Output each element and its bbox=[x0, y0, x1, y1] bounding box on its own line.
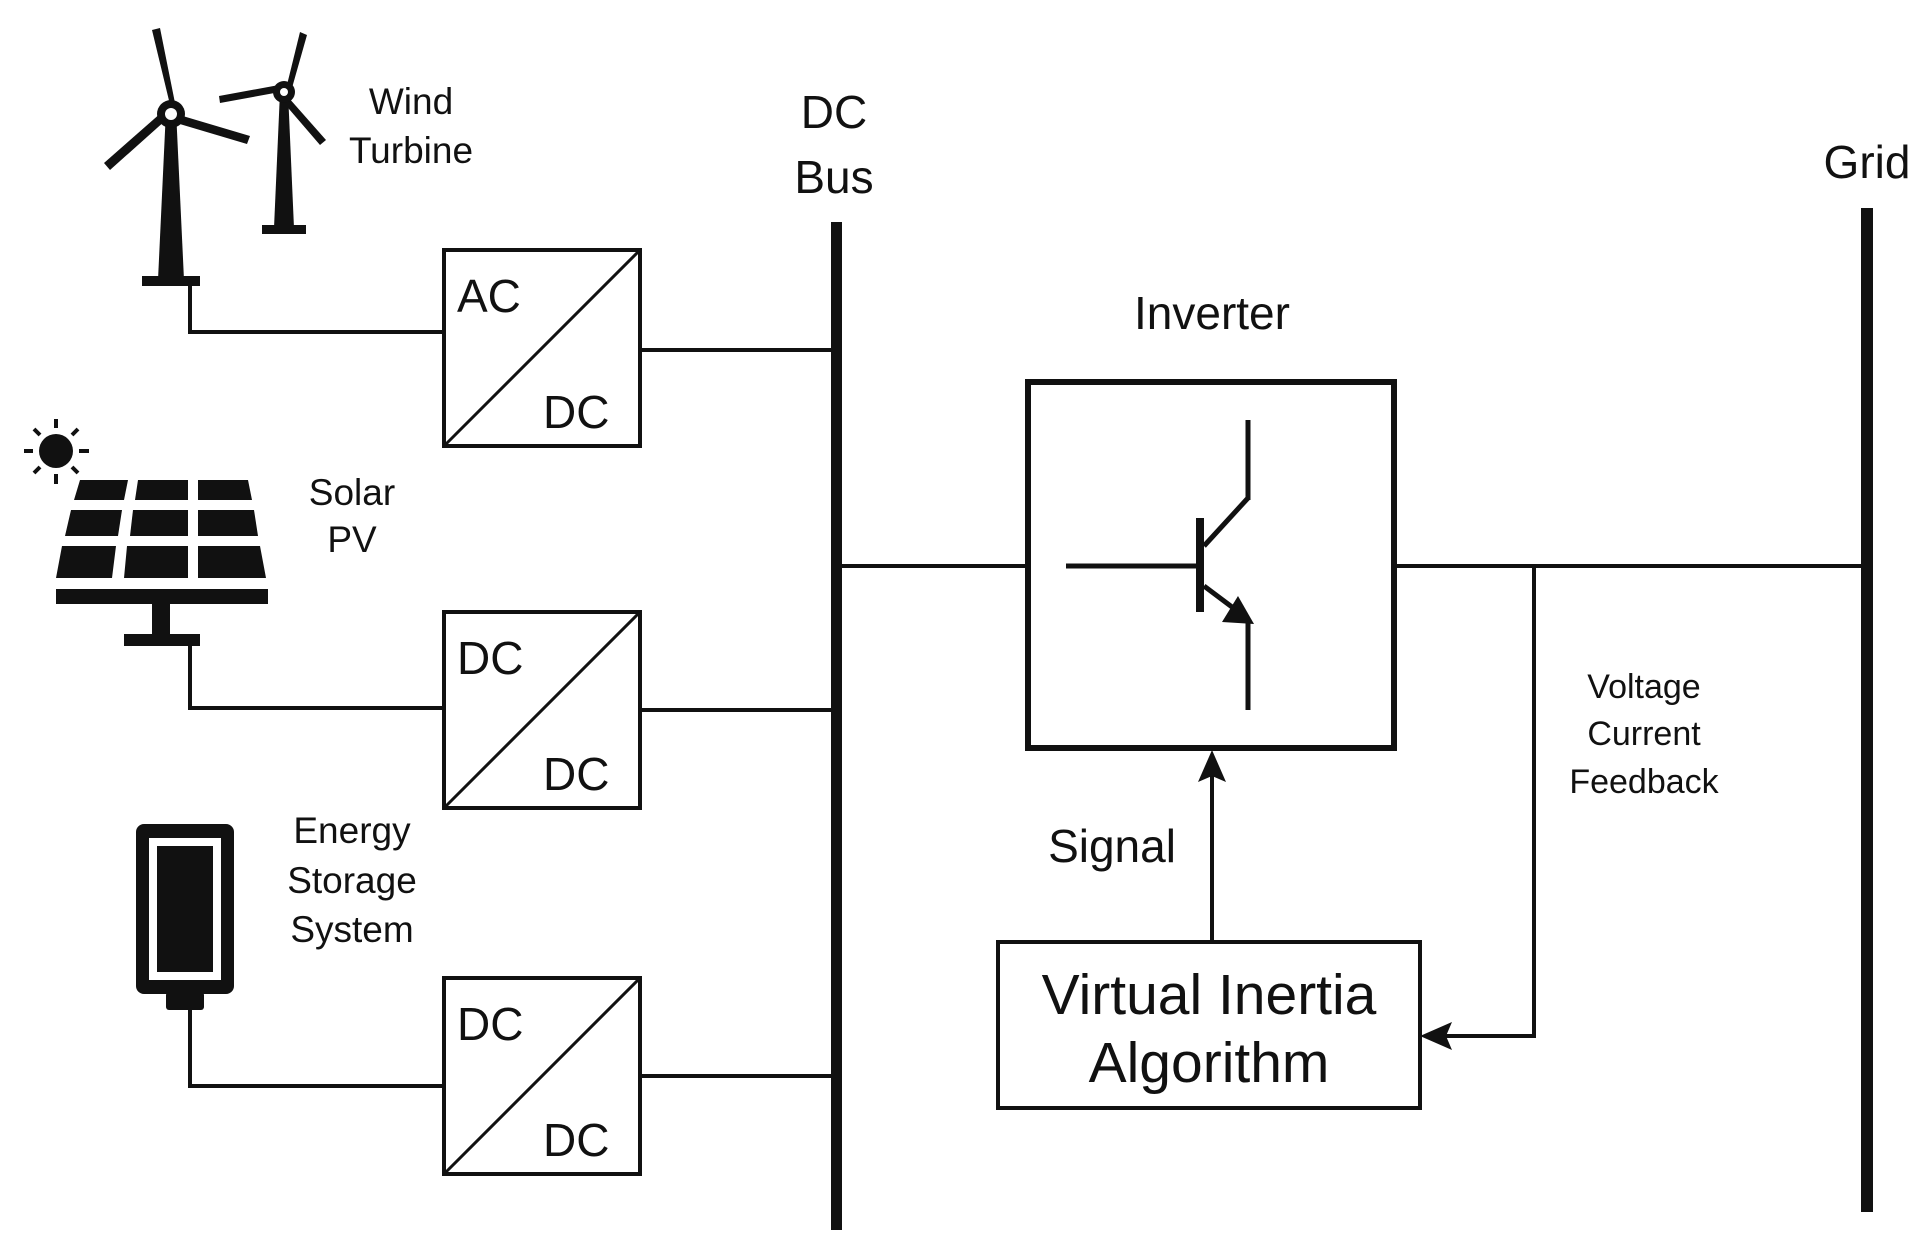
converter-3-input: DC bbox=[457, 998, 523, 1050]
transistor-icon bbox=[1066, 420, 1254, 710]
energy-storage-label-line2: Storage bbox=[287, 860, 417, 901]
dc-bus-label-line2: Bus bbox=[794, 151, 873, 203]
inverter-label: Inverter bbox=[1134, 287, 1290, 339]
energy-storage-label-line3: System bbox=[290, 909, 413, 950]
virtual-inertia-algorithm-box bbox=[996, 940, 1422, 1110]
converter-1-output: DC bbox=[543, 386, 609, 438]
bus-tap-wires bbox=[640, 348, 836, 1078]
dc-bus-bar bbox=[831, 222, 842, 1230]
sun-icon bbox=[24, 419, 89, 484]
feedback-arrowhead bbox=[1420, 1022, 1452, 1050]
converter-2-input: DC bbox=[457, 632, 523, 684]
energy-storage-label-line1: Energy bbox=[293, 810, 411, 851]
converter-ac-dc: AC DC bbox=[442, 248, 642, 448]
converter-2-output: DC bbox=[543, 748, 609, 800]
battery-icon bbox=[136, 824, 234, 1010]
solar-pv-label-line1: Solar bbox=[309, 472, 395, 513]
wind-turbine-label-line2: Turbine bbox=[349, 130, 473, 171]
solar-pv-label-line2: PV bbox=[327, 519, 377, 560]
converter-3-output: DC bbox=[543, 1114, 609, 1166]
wind-turbine-label-line1: Wind bbox=[369, 81, 453, 122]
algorithm-label-line2: Algorithm bbox=[1089, 1031, 1330, 1095]
algorithm-label-line1: Virtual Inertia bbox=[1042, 963, 1377, 1027]
signal-arrowhead bbox=[1198, 750, 1226, 782]
feedback-label-line3: Feedback bbox=[1569, 763, 1719, 801]
feedback-label-line2: Current bbox=[1587, 715, 1701, 753]
converter-dc-dc-storage: DC DC bbox=[442, 976, 642, 1176]
dc-bus-label-line1: DC bbox=[801, 86, 867, 138]
feedback-wire bbox=[1440, 566, 1536, 1038]
solar-panel-icon bbox=[56, 480, 268, 646]
signal-label: Signal bbox=[1048, 820, 1176, 872]
source-wires bbox=[188, 286, 444, 1088]
grid-bar bbox=[1861, 208, 1873, 1212]
converter-1-input: AC bbox=[457, 270, 521, 322]
converter-dc-dc-solar: DC DC bbox=[442, 610, 642, 810]
wind-turbine-icon bbox=[104, 28, 326, 286]
grid-label: Grid bbox=[1824, 136, 1911, 188]
feedback-label-line1: Voltage bbox=[1587, 668, 1700, 706]
